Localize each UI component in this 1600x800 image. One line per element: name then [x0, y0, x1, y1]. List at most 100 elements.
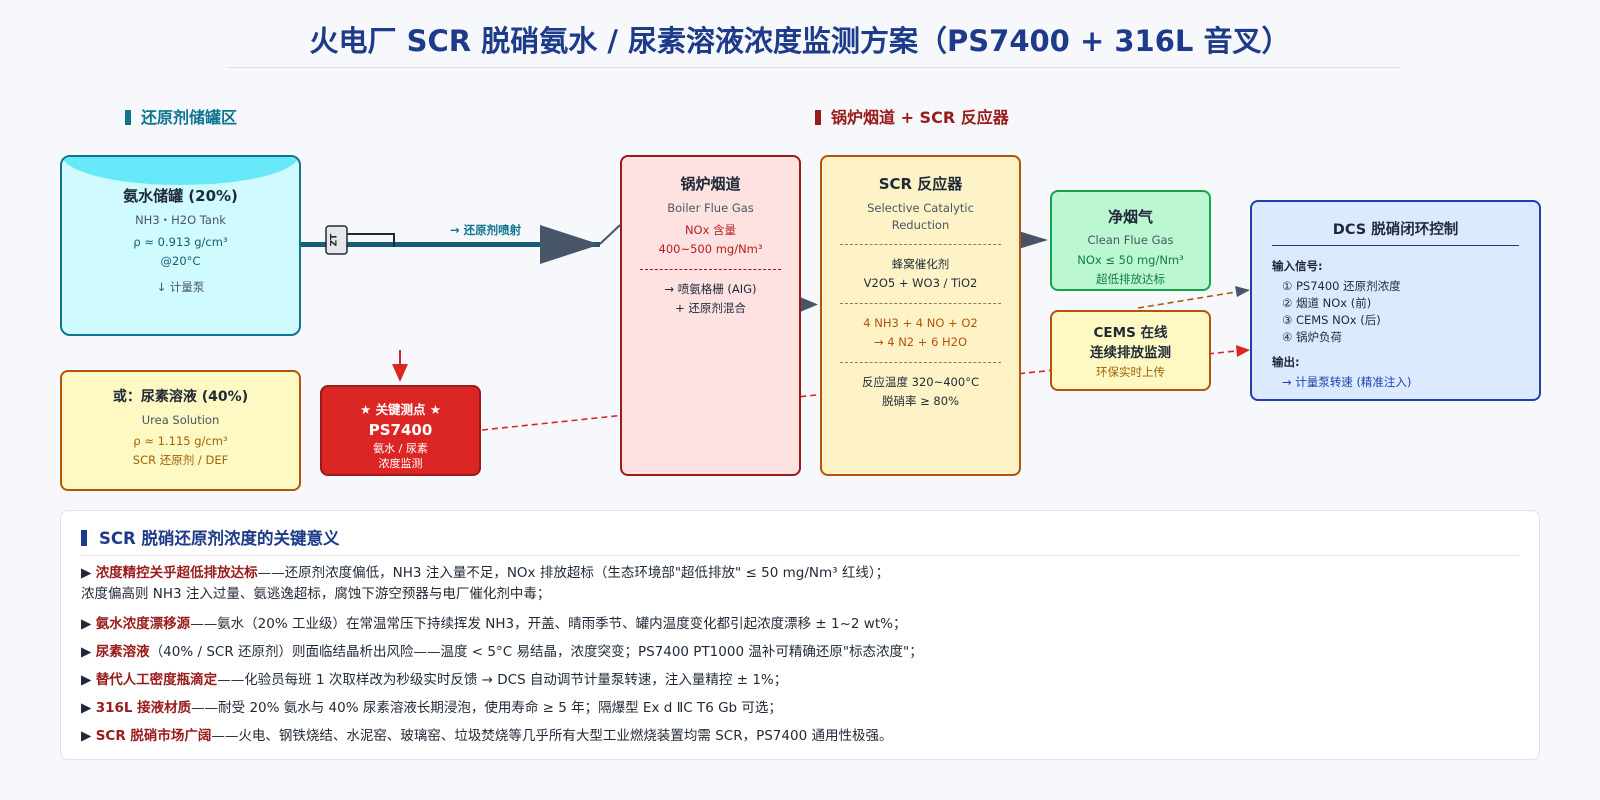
- page-title: 火电厂 SCR 脱硝氨水 / 尿素溶液浓度监测方案（PS7400 + 316L …: [309, 24, 1291, 58]
- dcs-input-item: ④ 锅炉负荷: [1282, 330, 1342, 344]
- urea-tank-note: SCR 还原剂 / DEF: [132, 453, 229, 467]
- triangle-arrow-icon: [1236, 345, 1250, 357]
- ps7400-sensor-box[interactable]: ★ 关键测点 ★ PS7400 氨水 / 尿素 浓度监测: [320, 385, 481, 476]
- panel-point: ▶ 尿素溶液（40% / SCR 还原剂）则面临结晶析出风险——温度 < 5°C…: [81, 644, 923, 660]
- dcs-output: → 计量泵转速 (精准注入): [1282, 375, 1412, 389]
- panel-point: ▶ 氨水浓度漂移源——氨水（20% 工业级）在常温常压下持续挥发 NH3，开盖、…: [81, 616, 907, 632]
- panel-point: ▶ 替代人工密度瓶滴定——化验员每班 1 次取样改为秒级实时反馈 → DCS 自…: [81, 672, 788, 688]
- section-bar-icon: [125, 110, 131, 125]
- urea-tank-density: ρ ≈ 1.115 g/cm³: [133, 434, 228, 448]
- boiler-nox-label: NOx 含量: [684, 223, 737, 237]
- section-label-boiler: 锅炉烟道 + SCR 反应器: [815, 104, 1009, 128]
- panel-title-text: SCR 脱硝还原剂浓度的关键意义: [99, 529, 340, 548]
- clean-gas-note: 超低排放达标: [1096, 272, 1165, 286]
- scr-reaction-1: 4 NH3 + 4 NO + O2: [863, 316, 978, 330]
- panel-point-continuation: 浓度偏高则 NH3 注入过量、氨逃逸超标，腐蚀下游空预器与电厂催化剂中毒；: [81, 586, 551, 602]
- dcs-input-label: 输入信号:: [1272, 259, 1323, 273]
- ps7400-line1: 氨水 / 尿素: [373, 442, 428, 455]
- triangle-arrow-icon: [540, 225, 600, 264]
- clean-gas-title: 净烟气: [1107, 208, 1153, 226]
- boiler-aig: → 喷氨格栅 (AIG): [664, 282, 757, 296]
- ammonia-tank: 氨水储罐 (20%) NH3・H2O Tank ρ ≈ 0.913 g/cm³ …: [60, 155, 301, 336]
- boiler-english: Boiler Flue Gas: [667, 201, 754, 215]
- ammonia-tank-temp: @20°C: [160, 254, 201, 268]
- panel-point-text: ——化验员每班 1 次取样改为秒级实时反馈 → DCS 自动调节计量泵转速，注入…: [217, 672, 788, 688]
- scr-reaction-2: → 4 N2 + 6 H2O: [873, 335, 968, 349]
- scr-rate: 脱硝率 ≥ 80%: [881, 394, 959, 408]
- panel-point-key: 氨水浓度漂移源: [95, 616, 191, 632]
- panel-point-key: 浓度精控关乎超低排放达标: [95, 565, 258, 581]
- scr-temp: 反应温度 320~400°C: [862, 375, 979, 389]
- scr-reactor-box: SCR 反应器 Selective Catalytic Reduction 蜂窝…: [820, 155, 1021, 476]
- clean-gas-nox: NOx ≤ 50 mg/Nm³: [1077, 253, 1184, 267]
- panel-point: ▶ 浓度精控关乎超低排放达标——还原剂浓度偏低，NH3 注入量不足，NOx 排放…: [81, 565, 890, 581]
- dcs-input-item: ② 烟道 NOx (前): [1282, 296, 1372, 310]
- boiler-nox-value: 400~500 mg/Nm³: [658, 242, 763, 256]
- sensor-tag: ZT: [330, 233, 340, 247]
- ammonia-tank-pump: ↓ 计量泵: [156, 280, 205, 294]
- ammonia-tank-formula: NH3・H2O Tank: [135, 213, 226, 227]
- cems-title-2: 连续排放监测: [1090, 345, 1171, 361]
- boiler-mix: + 还原剂混合: [675, 301, 746, 315]
- scr-catalyst-2: V2O5 + WO3 / TiO2: [863, 276, 978, 290]
- ammonia-tank-title: 氨水储罐 (20%): [123, 187, 238, 205]
- panel-point-text: ——火电、钢铁烧结、水泥窑、玻璃窑、垃圾焚烧等几乎所有大型工业燃烧装置均需 SC…: [211, 728, 893, 744]
- cems-title-1: CEMS 在线: [1093, 325, 1168, 341]
- title-divider: [228, 67, 1400, 68]
- section-bar-icon: [815, 110, 821, 125]
- cems-note: 环保实时上传: [1096, 365, 1165, 379]
- boiler-flue-box: 锅炉烟道 Boiler Flue Gas NOx 含量 400~500 mg/N…: [620, 155, 801, 476]
- dcs-output-label: 输出:: [1272, 355, 1300, 369]
- sensor-bracket: [338, 233, 395, 247]
- triangle-arrow-icon: [1235, 286, 1250, 297]
- panel-point: ▶ 316L 接液材质——耐受 20% 氨水与 40% 尿素溶液长期浸泡，使用寿…: [81, 700, 782, 716]
- section-label-storage: 还原剂储罐区: [125, 104, 237, 128]
- triangle-arrow-icon: [392, 364, 408, 382]
- urea-tank-title: 或：尿素溶液 (40%): [112, 389, 249, 405]
- scr-english-1: Selective Catalytic: [867, 201, 974, 215]
- injection-label: → 还原剂喷射: [450, 223, 522, 237]
- dcs-title: DCS 脱硝闭环控制: [1332, 222, 1459, 238]
- scr-divider-1: [840, 244, 1001, 245]
- cems-to-dcs-line: [1137, 291, 1237, 309]
- significance-panel: SCR 脱硝还原剂浓度的关键意义 ▶ 浓度精控关乎超低排放达标——还原剂浓度偏低…: [60, 510, 1540, 760]
- dcs-divider: [1272, 245, 1519, 246]
- panel-point-text: ——耐受 20% 氨水与 40% 尿素溶液长期浸泡，使用寿命 ≥ 5 年；隔爆型…: [191, 700, 782, 716]
- panel-title: SCR 脱硝还原剂浓度的关键意义: [81, 525, 339, 549]
- clean-gas-box: 净烟气 Clean Flue Gas NOx ≤ 50 mg/Nm³ 超低排放达…: [1050, 190, 1211, 291]
- panel-point-text: ——氨水（20% 工业级）在常温常压下持续挥发 NH3，开盖、晴雨季节、罐内温度…: [190, 616, 907, 632]
- scr-divider-2: [840, 303, 1001, 304]
- section-label-storage-text: 还原剂储罐区: [141, 108, 238, 127]
- urea-tank-english: Urea Solution: [141, 413, 220, 427]
- triangle-arrow-icon: [800, 297, 818, 312]
- urea-tank: 或：尿素溶液 (40%) Urea Solution ρ ≈ 1.115 g/c…: [60, 370, 301, 491]
- clean-gas-english: Clean Flue Gas: [1087, 233, 1174, 247]
- panel-point-text: （40% / SCR 还原剂）则面临结晶析出风险——温度 < 5°C 易结晶，浓…: [149, 644, 923, 660]
- pipe-riser: [599, 224, 621, 245]
- ps7400-model: PS7400: [368, 421, 433, 439]
- ps7400-line2: 浓度监测: [378, 457, 423, 470]
- section-label-boiler-text: 锅炉烟道 + SCR 反应器: [831, 108, 1009, 127]
- scr-catalyst-1: 蜂窝催化剂: [891, 257, 950, 271]
- ps7400-star: ★ 关键测点 ★: [359, 402, 442, 417]
- boiler-title: 锅炉烟道: [680, 175, 741, 193]
- scr-divider-3: [840, 362, 1001, 363]
- ammonia-tank-density: ρ ≈ 0.913 g/cm³: [133, 235, 228, 249]
- panel-point-text: ——还原剂浓度偏低，NH3 注入量不足，NOx 排放超标（生态环境部"超低排放"…: [257, 565, 890, 581]
- scr-title: SCR 反应器: [878, 175, 963, 193]
- panel-point-key: 316L 接液材质: [95, 700, 192, 716]
- dcs-input-item: ③ CEMS NOx (后): [1282, 313, 1381, 327]
- panel-divider: [81, 555, 1519, 556]
- scr-english-2: Reduction: [891, 218, 950, 232]
- dcs-control-box[interactable]: DCS 脱硝闭环控制 输入信号: ① PS7400 还原剂浓度 ② 烟道 NOx…: [1250, 200, 1541, 401]
- dcs-input-item: ① PS7400 还原剂浓度: [1282, 279, 1401, 293]
- panel-point-key: 尿素溶液: [95, 644, 150, 660]
- sensor-icon: [325, 225, 348, 255]
- reductant-pipe: [300, 242, 600, 247]
- panel-bar-icon: [81, 530, 87, 546]
- panel-point: ▶ SCR 脱硝市场广阔——火电、钢铁烧结、水泥窑、玻璃窑、垃圾焚烧等几乎所有大…: [81, 728, 893, 744]
- cems-box: CEMS 在线 连续排放监测 环保实时上传: [1050, 310, 1211, 391]
- panel-point-key: 替代人工密度瓶滴定: [95, 672, 218, 688]
- boiler-divider: [640, 269, 781, 270]
- panel-point-key: SCR 脱硝市场广阔: [95, 728, 212, 744]
